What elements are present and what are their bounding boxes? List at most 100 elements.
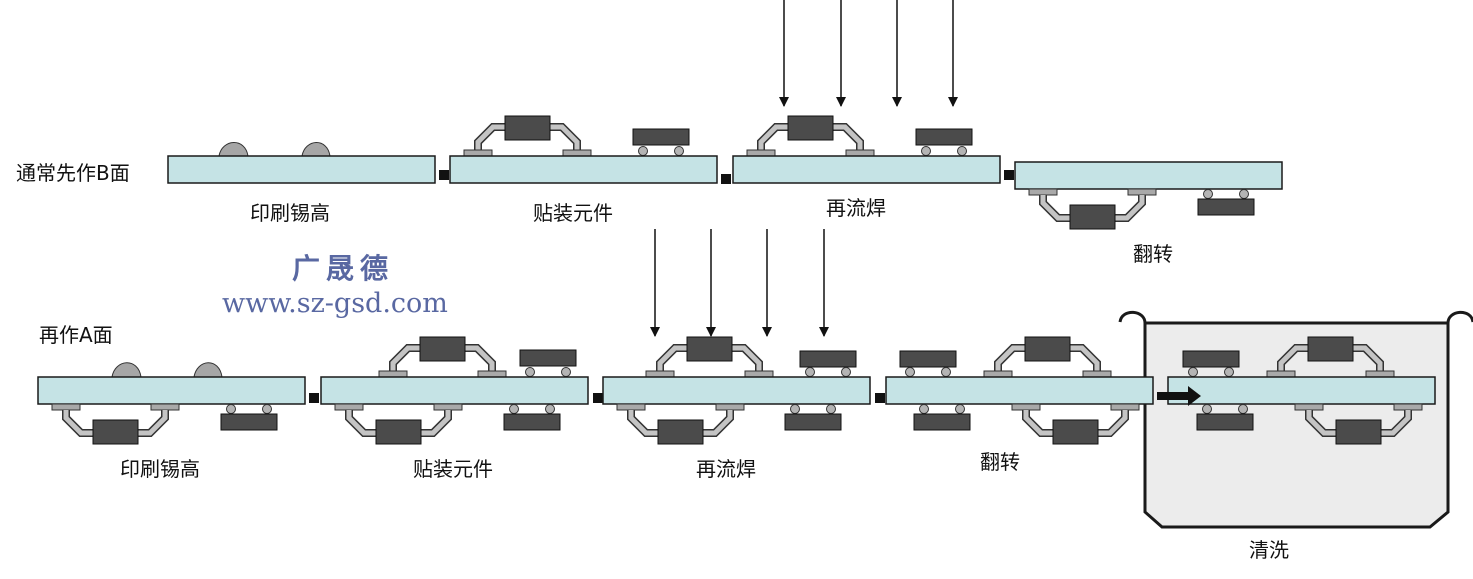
pad: [744, 370, 774, 378]
solder-ball: [955, 404, 965, 414]
component-lead: [832, 124, 863, 150]
ic-package: [504, 115, 551, 141]
solder-ball: [826, 404, 836, 414]
label-print-a: 印刷锡高: [120, 457, 200, 481]
component-lead: [1069, 345, 1100, 371]
pad: [1393, 403, 1423, 411]
chip-component: [503, 413, 561, 431]
solder-ball: [941, 367, 951, 377]
chip-component: [899, 350, 957, 368]
solder-ball: [674, 146, 684, 156]
ic-package: [375, 419, 422, 445]
component-lead: [758, 124, 789, 150]
ic-package: [92, 419, 139, 445]
label-side-a: 再作A面: [39, 323, 113, 347]
pcb-board: [167, 155, 436, 184]
component-lead: [346, 410, 377, 436]
pcb-board: [885, 376, 1154, 405]
chip-component: [1196, 413, 1254, 431]
component-lead: [464, 345, 495, 371]
ic-package: [787, 115, 834, 141]
pad: [562, 149, 592, 157]
conveyor-link: [875, 393, 885, 403]
solder-ball: [1188, 367, 1198, 377]
pad: [1110, 403, 1140, 411]
label-flip-a: 翻转: [980, 450, 1020, 474]
solder-ball: [921, 146, 931, 156]
solder-ball: [1202, 404, 1212, 414]
component-lead: [1097, 410, 1128, 436]
component-lead: [1114, 195, 1145, 221]
solder-ball: [957, 146, 967, 156]
component-lead: [549, 124, 580, 150]
pcb-board: [320, 376, 589, 405]
conveyor-link: [721, 174, 731, 184]
solder-paste: [111, 362, 142, 378]
stage-clean: [1157, 336, 1436, 445]
pcb-board: [602, 376, 871, 405]
label-reflow-a: 再流焊: [696, 457, 756, 481]
stage-reflow-a: [602, 229, 871, 445]
label-side-b: 通常先作B面: [16, 161, 130, 185]
component-lead: [420, 410, 451, 436]
chip-component: [519, 349, 577, 367]
solder-ball: [905, 367, 915, 377]
chip-component: [220, 413, 278, 431]
component-lead: [1306, 410, 1337, 436]
solder-ball: [226, 404, 236, 414]
watermark-name: 广晟德: [292, 252, 395, 285]
chip-component: [913, 413, 971, 431]
component-lead: [63, 410, 94, 436]
stage-flip-b: [1014, 161, 1283, 230]
pcb-board: [37, 376, 306, 405]
label-reflow-b: 再流焊: [826, 196, 886, 220]
pad: [433, 403, 463, 411]
watermark-url: www.sz-gsd.com: [222, 288, 448, 319]
component-lead: [1023, 410, 1054, 436]
component-lead: [1380, 410, 1411, 436]
pcb-board: [449, 155, 718, 184]
solder-ball: [1224, 367, 1234, 377]
pad: [150, 403, 180, 411]
chip-component: [799, 350, 857, 368]
solder-ball: [841, 367, 851, 377]
solder-paste: [301, 142, 331, 157]
solder-paste: [193, 362, 223, 378]
label-place-b: 贴装元件: [533, 201, 613, 225]
pad: [477, 370, 507, 378]
pad: [463, 149, 493, 157]
solder-ball: [638, 146, 648, 156]
pad: [378, 370, 408, 378]
solder-ball: [790, 404, 800, 414]
component-lead: [1352, 345, 1383, 371]
pad: [1127, 188, 1157, 196]
component-lead: [702, 410, 733, 436]
pad: [1365, 370, 1395, 378]
stage-reflow-b: [732, 0, 1001, 184]
label-place-a: 贴装元件: [413, 457, 493, 481]
pcb-board: [732, 155, 1001, 184]
component-lead: [1040, 195, 1071, 221]
component-lead: [475, 124, 506, 150]
ic-package: [1307, 336, 1354, 362]
pad: [715, 403, 745, 411]
pcb-board: [1167, 376, 1436, 405]
pad: [1011, 403, 1041, 411]
component-lead: [137, 410, 168, 436]
pad: [1294, 403, 1324, 411]
pad: [746, 149, 776, 157]
solder-ball: [262, 404, 272, 414]
ic-package: [1335, 419, 1382, 445]
component-lead: [390, 345, 421, 371]
stage-print-b: [167, 142, 436, 184]
conveyor-link: [309, 393, 319, 403]
pad: [1082, 370, 1112, 378]
transfer-arrow: [1157, 386, 1201, 406]
solder-ball: [1238, 404, 1248, 414]
component-lead: [1278, 345, 1309, 371]
pad: [51, 403, 81, 411]
ic-package: [419, 336, 466, 362]
ic-package: [686, 336, 733, 362]
solder-ball: [1203, 189, 1213, 199]
